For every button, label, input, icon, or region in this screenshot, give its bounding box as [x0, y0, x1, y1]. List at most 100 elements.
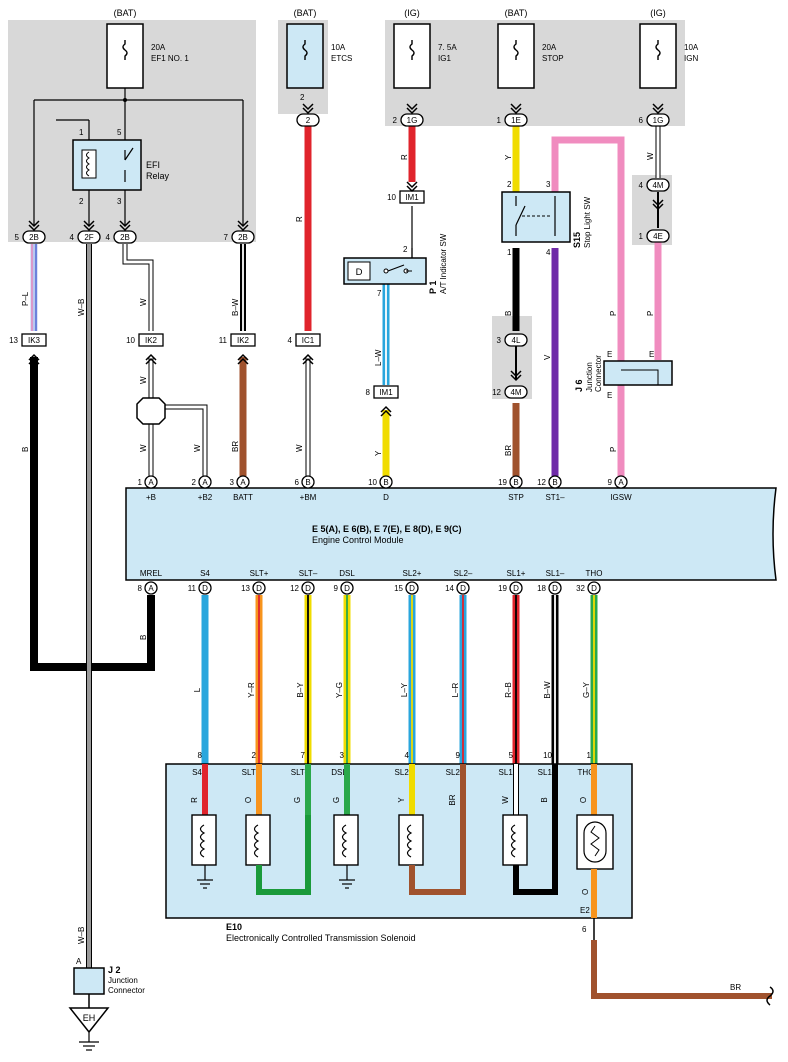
wire-label: B: [504, 311, 513, 316]
wire-w-ign: W: [646, 126, 661, 178]
coil-icon: [199, 824, 206, 858]
connector-chevron-icon: [652, 199, 664, 211]
fuse-source: (BAT): [294, 8, 317, 18]
pin-number: 9: [334, 584, 339, 593]
fuse-source: (IG): [650, 8, 666, 18]
pin-number: 3: [230, 478, 235, 487]
connector-tag: 2: [296, 113, 320, 127]
e2-pin: 6: [582, 925, 587, 934]
wire-label: W–B: [77, 299, 86, 316]
pin-number: 15: [394, 584, 403, 593]
connector-code: 1G: [653, 116, 664, 125]
coil-icon: [341, 824, 348, 858]
connector-pin: 7: [224, 233, 229, 242]
fuse-rating: 10A: [331, 43, 346, 52]
wire-label: P–L: [21, 291, 30, 306]
connector-tag: 2B5: [15, 230, 46, 244]
solenoid-coil: [245, 814, 271, 866]
pin-connector: B: [552, 478, 557, 487]
pin-connector: A: [618, 478, 624, 487]
ecm-bottom-pin: SL2+D15: [394, 569, 422, 595]
inline-connector: IM1 10: [387, 190, 425, 204]
connector-pin: 10: [387, 193, 396, 202]
indicator-pin: 7: [377, 289, 382, 298]
pin-number: 11: [188, 584, 197, 593]
connector-code: IM1: [405, 193, 419, 202]
wire-label: W: [139, 444, 148, 452]
switch-icon: [387, 264, 405, 272]
ecm-bottom-pin: SLT–D12: [290, 569, 318, 595]
wire-label: P: [609, 447, 618, 452]
fuse-source: (BAT): [505, 8, 528, 18]
wire-label: Y–G: [335, 682, 344, 698]
wire-ecm-solenoid: L–Y4: [400, 595, 416, 764]
pin-circle: [509, 581, 523, 595]
pin-number: 12: [290, 584, 299, 593]
connector-outline: [504, 333, 528, 347]
wire-label: P: [646, 311, 655, 316]
pin-circle: [405, 581, 419, 595]
connector-code: IK3: [28, 336, 41, 345]
wire-label: O: [581, 889, 590, 895]
wire-bw: B–W: [231, 244, 246, 331]
connector-pin: 4: [70, 233, 75, 242]
wire-label: L–Y: [400, 682, 409, 697]
solenoid-coil: [502, 814, 528, 866]
wire-ecm-solenoid: Y–R2: [247, 595, 263, 764]
stop-pin: 1: [507, 248, 512, 257]
fuse-source: (BAT): [114, 8, 137, 18]
wire-label: P: [609, 311, 618, 316]
pin-connector: D: [409, 584, 415, 593]
wire-label: L–W: [374, 349, 383, 366]
connector-chevron-icon: [302, 103, 314, 115]
pin-label: SLT+: [250, 569, 269, 578]
fuse-name: EF1 NO. 1: [151, 54, 189, 63]
pin-circle: [301, 581, 315, 595]
connector-code: 2B: [29, 233, 39, 242]
connector-chevron-icon: [28, 220, 40, 232]
pin-label: MREL: [140, 569, 163, 578]
connector-chevron-icon: [237, 220, 249, 232]
engine-control-module: E 5(A), E 6(B), E 7(E), E 8(D), E 9(C) E…: [125, 487, 777, 581]
connector-pin: 8: [366, 388, 371, 397]
coil-icon: [510, 824, 517, 858]
connector-code: IM1: [379, 388, 393, 397]
connector-chevron-icon: [510, 370, 522, 382]
j6-name: Junction: [585, 362, 594, 392]
connector-pin: 4: [106, 233, 111, 242]
solenoid-channel: SL2–BR: [446, 764, 466, 815]
pin-number: 2: [192, 478, 197, 487]
pin-label: SL1+: [507, 569, 526, 578]
pin-circle: [614, 475, 628, 489]
ecm-bottom-pin: SLT+D13: [241, 569, 269, 595]
pin-circle: [456, 581, 470, 595]
j2-pin: A: [76, 957, 82, 966]
solenoid-pin-number: 5: [509, 751, 514, 760]
relay-name: EFI: [146, 160, 160, 170]
relay-pin: 3: [117, 197, 122, 206]
wire-br-e2: [591, 940, 772, 999]
pin-connector: D: [202, 584, 208, 593]
connector-outline: [138, 333, 164, 347]
stop-id: S15: [572, 232, 582, 248]
pin-label: STP: [508, 493, 524, 502]
wire-label: Y: [374, 450, 383, 456]
j6-pin: E: [607, 391, 612, 400]
at-indicator-switch: D 2 7 P 1 A/T Indicator SW: [343, 233, 448, 298]
connector-code: 4L: [512, 336, 521, 345]
pin-number: 12: [537, 478, 546, 487]
pin-label: DSL: [339, 569, 355, 578]
solenoid-coil: [333, 814, 359, 866]
pin-connector: D: [591, 584, 597, 593]
fuse-rating: 10A: [684, 43, 699, 52]
wire-label: O: [244, 797, 253, 803]
pin-circle: [198, 581, 212, 595]
